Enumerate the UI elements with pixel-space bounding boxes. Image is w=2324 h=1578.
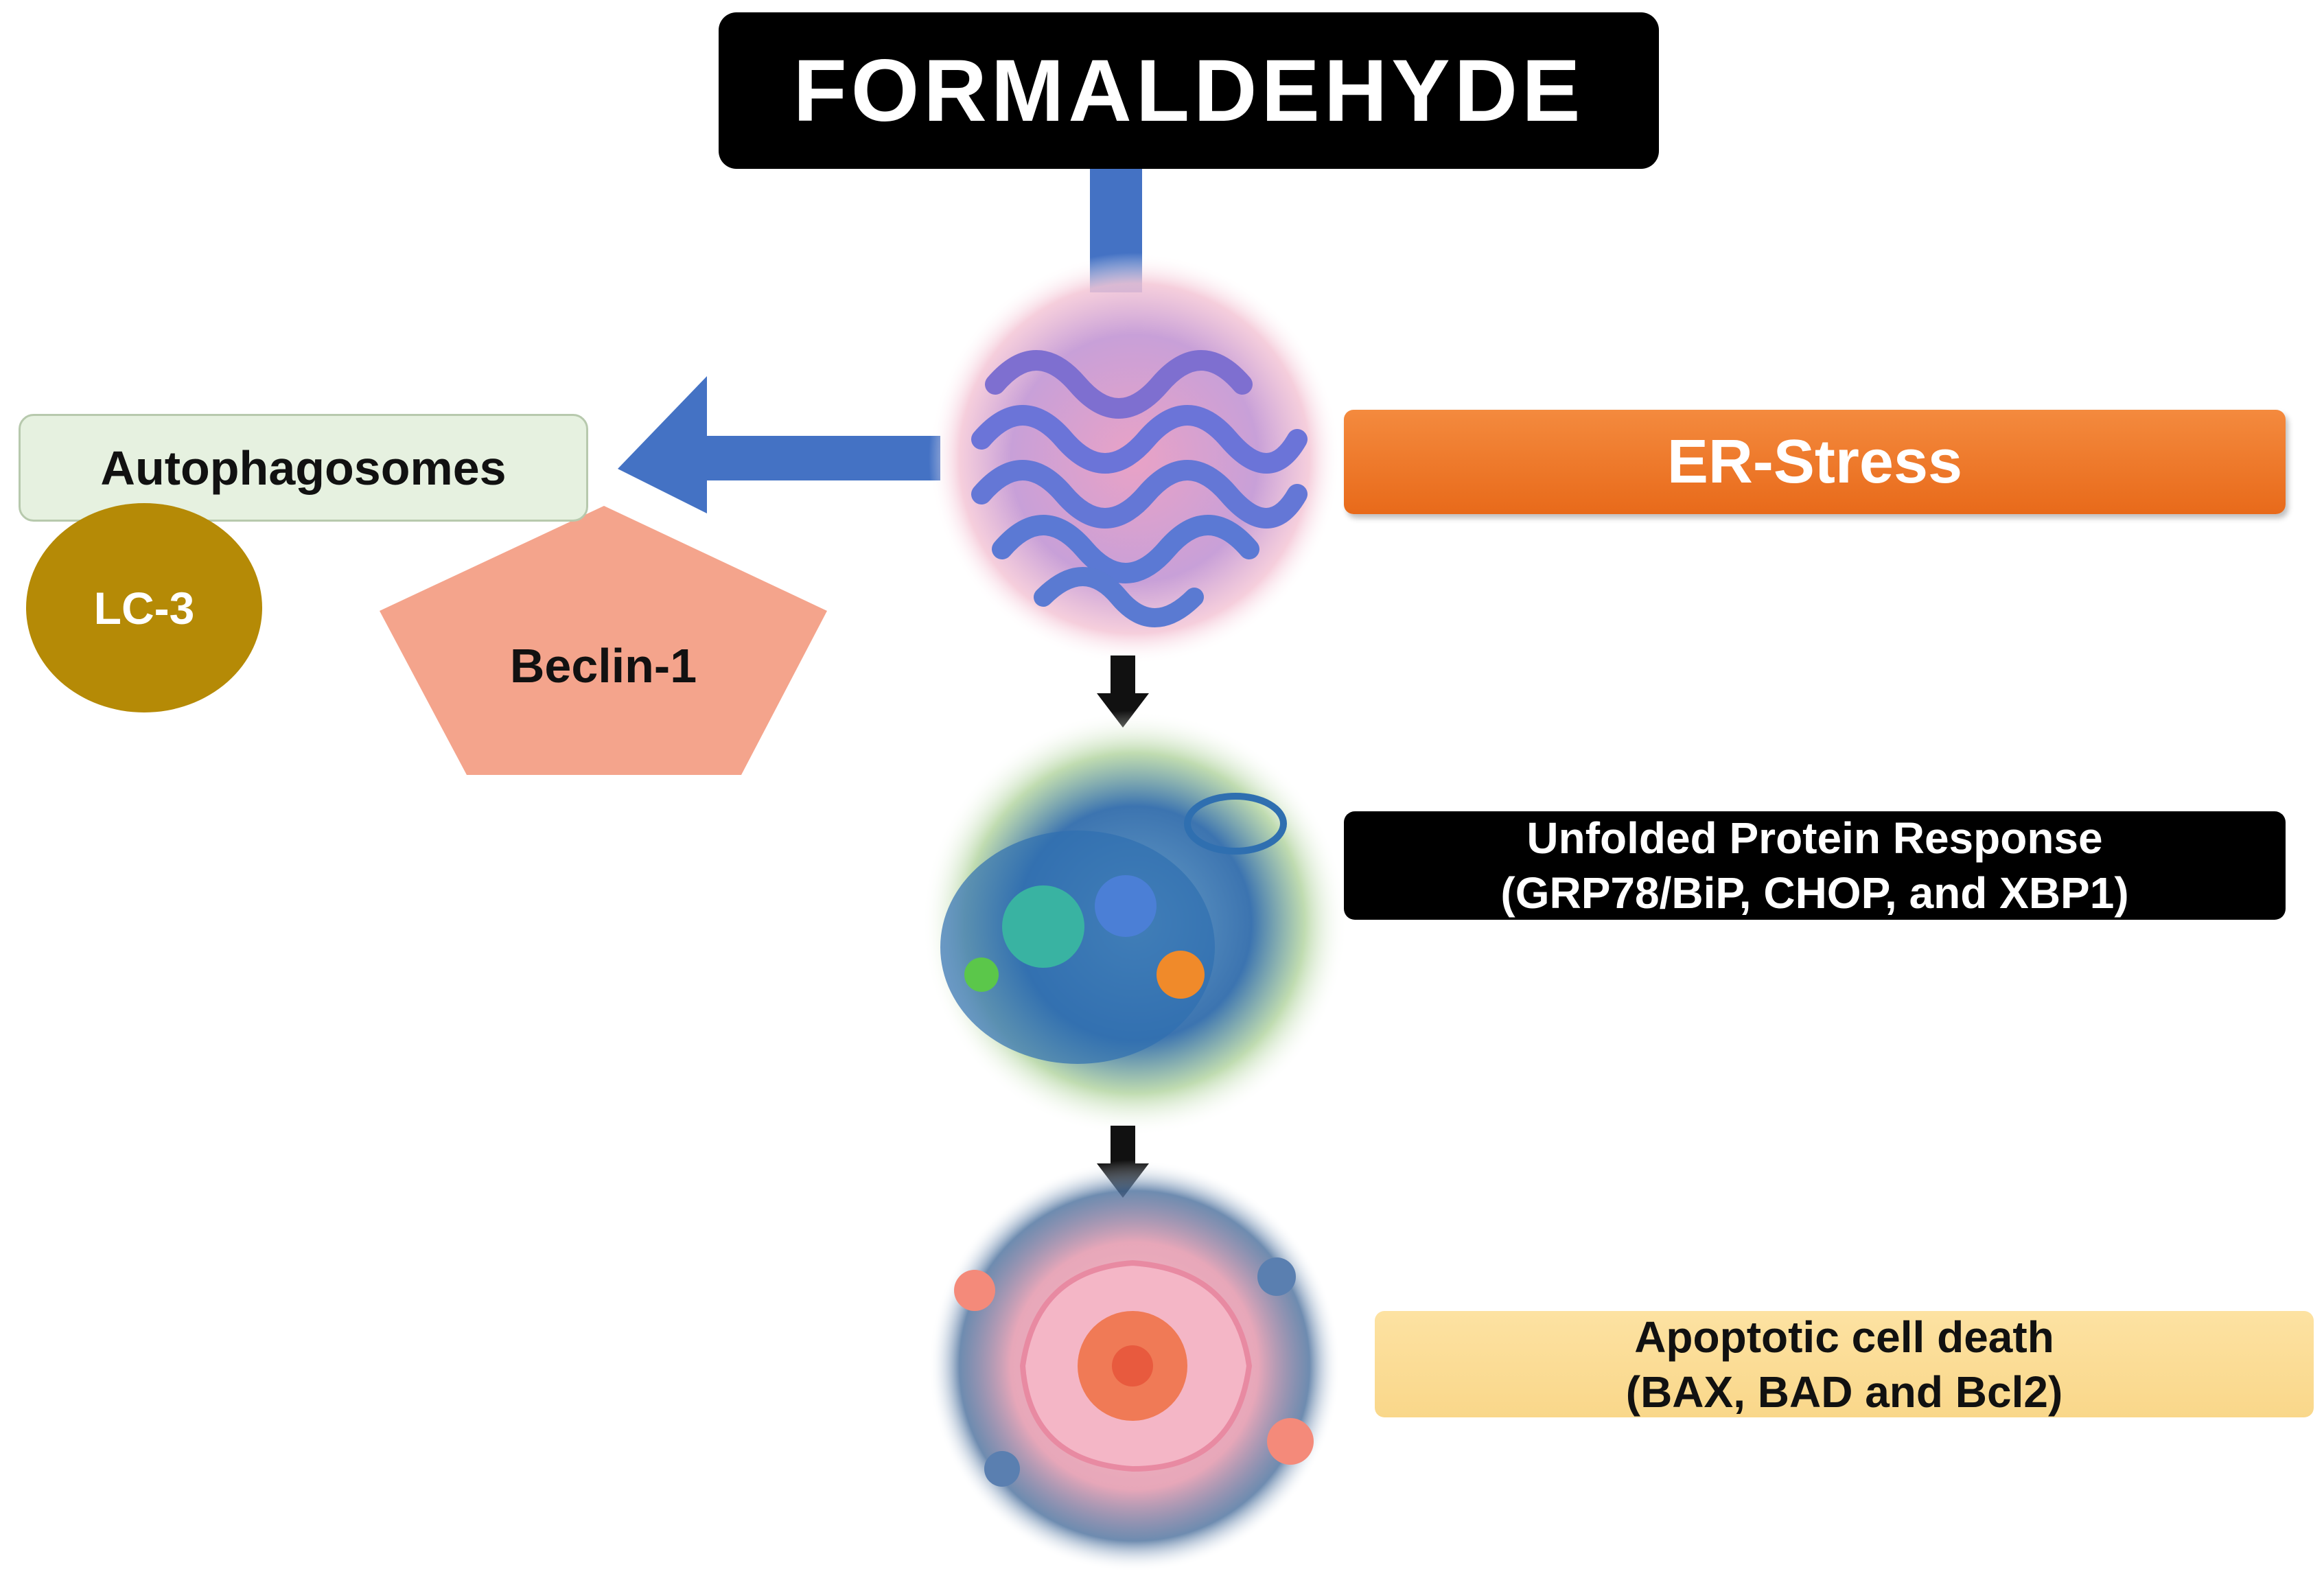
title-text: FORMALDEHYDE (793, 41, 1585, 140)
apoptotic-cell-illustration (929, 1160, 1340, 1572)
apoptosis-box: Apoptotic cell death (BAX, BAD and Bcl2) (1375, 1311, 2314, 1417)
upr-line-2: (GRP78/BiP, CHOP, and XBP1) (1500, 868, 2129, 918)
apoptosis-line-2: (BAX, BAD and Bcl2) (1625, 1367, 2063, 1417)
apoptosis-line-1: Apoptotic cell death (1634, 1312, 2054, 1362)
upr-box: Unfolded Protein Response (GRP78/BiP, CH… (1344, 811, 2286, 920)
down-arrow-1 (1097, 655, 1149, 728)
er-stress-bar: ER-Stress (1344, 410, 2286, 514)
upr-cell-illustration (922, 710, 1347, 1136)
autophagosomes-box: Autophagosomes (19, 414, 588, 522)
beclin-label: Beclin-1 (509, 639, 697, 693)
lc3-label: LC-3 (93, 582, 195, 634)
upr-line-1: Unfolded Protein Response (1526, 813, 2103, 863)
er-stress-label: ER-Stress (1666, 427, 1963, 496)
er-illustration (929, 253, 1340, 664)
lc3-circle: LC-3 (26, 503, 262, 712)
beclin-pentagon (380, 506, 827, 775)
left-arrow-to-autophagy (618, 376, 940, 513)
formaldehyde-title-box: FORMALDEHYDE (719, 12, 1659, 169)
autophagosomes-label: Autophagosomes (100, 441, 507, 495)
